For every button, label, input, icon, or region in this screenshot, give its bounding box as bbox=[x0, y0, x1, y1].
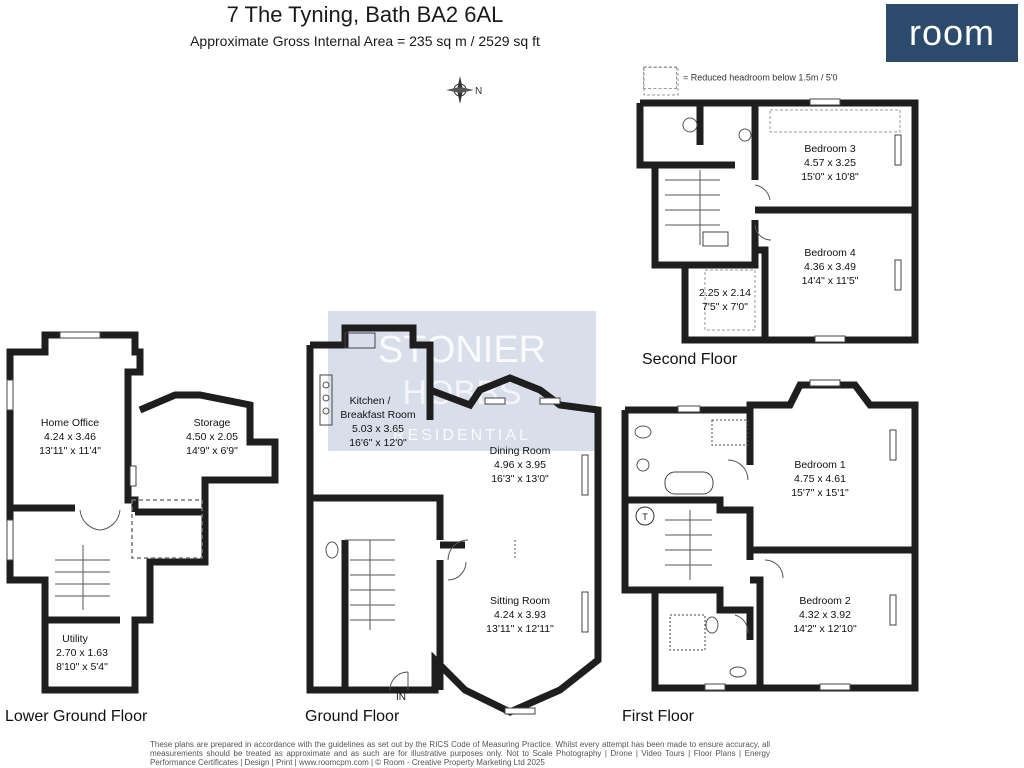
plan-title: 7 The Tyning, Bath BA2 6AL bbox=[226, 2, 504, 27]
room-imperial: 13'11" x 11'4" bbox=[39, 445, 101, 457]
gross-area-subtitle: Approximate Gross Internal Area = 235 sq… bbox=[190, 33, 540, 49]
room-bedroom-3: Bedroom 3 4.57 x 3.25 15'0" x 10'8" bbox=[801, 143, 859, 183]
room-name: Bedroom 3 bbox=[804, 143, 856, 155]
compass-label: N bbox=[475, 86, 482, 97]
room-metric: 4.75 x 4.61 bbox=[794, 473, 846, 485]
agent-watermark: STONIER HOBBS RESIDENTIAL bbox=[328, 311, 596, 451]
room-metric: 4.24 x 3.93 bbox=[494, 609, 546, 621]
room-bedroom-1: Bedroom 1 4.75 x 4.61 15'7" x 15'1" bbox=[791, 459, 849, 499]
room-metric: 4.57 x 3.25 bbox=[804, 157, 856, 169]
room-dining: Dining Room 4.96 x 3.95 16'3" x 13'0" bbox=[490, 445, 551, 485]
watermark-line3: RESIDENTIAL bbox=[393, 427, 531, 444]
first-floor-plan bbox=[621, 381, 919, 692]
room-name-1: Kitchen / bbox=[350, 395, 391, 407]
room-metric: 2.70 x 1.63 bbox=[56, 647, 108, 659]
room-bedroom-2: Bedroom 2 4.32 x 3.92 14'2" x 12'10" bbox=[793, 595, 857, 635]
tank-marker: T bbox=[642, 512, 648, 522]
room-home-office: Home Office 4.24 x 3.46 13'11" x 11'4" bbox=[39, 417, 101, 457]
room-metric: 4.24 x 3.46 bbox=[44, 431, 96, 443]
ground-floor-plan bbox=[306, 324, 602, 716]
room-logo[interactable]: room bbox=[886, 4, 1018, 62]
second-floor-plan bbox=[636, 99, 919, 344]
floor-label-lower-ground: Lower Ground Floor bbox=[5, 708, 148, 725]
second-floor-details bbox=[643, 66, 902, 343]
room-imperial: 15'7" x 15'1" bbox=[791, 487, 849, 499]
room-imperial: 7'5" x 7'0" bbox=[702, 301, 748, 313]
lower-ground-floor-plan bbox=[6, 331, 279, 694]
compass-icon: N bbox=[446, 76, 482, 104]
room-bedroom-4: Bedroom 4 4.36 x 3.49 14'4" x 11'5" bbox=[802, 247, 859, 287]
floor-label-first: First Floor bbox=[622, 708, 695, 725]
room-metric: 4.32 x 3.92 bbox=[799, 609, 851, 621]
room-metric: 4.96 x 3.95 bbox=[494, 459, 546, 471]
room-name: Home Office bbox=[41, 417, 99, 429]
room-storage: Storage 4.50 x 2.05 14'9" x 6'9" bbox=[186, 417, 238, 457]
first-floor-details bbox=[634, 379, 897, 691]
room-metric: 4.50 x 2.05 bbox=[186, 431, 238, 443]
room-name-2: Breakfast Room bbox=[340, 409, 416, 421]
lower-ground-details bbox=[6, 331, 137, 610]
room-name: Sitting Room bbox=[490, 595, 550, 607]
disclaimer-footer: These plans are prepared in accordance w… bbox=[150, 740, 770, 767]
entrance-marker: IN bbox=[396, 692, 406, 703]
room-name: Bedroom 1 bbox=[794, 459, 846, 471]
room-imperial: 14'9" x 6'9" bbox=[186, 445, 238, 457]
room-imperial: 16'6" x 12'0" bbox=[349, 437, 407, 449]
legend-text: = Reduced headroom below 1.5m / 5'0 bbox=[683, 72, 838, 83]
room-attic-space: 2.25 x 2.14 7'5" x 7'0" bbox=[699, 287, 751, 313]
room-name: Dining Room bbox=[490, 445, 551, 457]
room-imperial: 14'4" x 11'5" bbox=[802, 275, 859, 287]
room-imperial: 15'0" x 10'8" bbox=[801, 171, 859, 183]
room-name: Storage bbox=[194, 417, 231, 429]
room-name: Utility bbox=[62, 633, 88, 645]
room-imperial: 13'11" x 12'11" bbox=[486, 623, 554, 635]
room-utility: Utility 2.70 x 1.63 8'10" x 5'4" bbox=[56, 633, 108, 673]
watermark-line1: STONIER bbox=[378, 329, 546, 371]
ground-floor-details bbox=[319, 332, 589, 715]
floor-label-second: Second Floor bbox=[642, 351, 738, 368]
room-kitchen: Kitchen / Breakfast Room 5.03 x 3.65 16'… bbox=[340, 395, 416, 449]
room-name: Bedroom 4 bbox=[804, 247, 856, 259]
room-name: Bedroom 2 bbox=[799, 595, 851, 607]
room-imperial: 8'10" x 5'4" bbox=[56, 661, 108, 673]
logo-text: room bbox=[908, 12, 996, 53]
floor-label-ground: Ground Floor bbox=[305, 708, 400, 725]
room-imperial: 16'3" x 13'0" bbox=[491, 473, 549, 485]
room-imperial: 14'2" x 12'10" bbox=[793, 623, 857, 635]
room-sitting: Sitting Room 4.24 x 3.93 13'11" x 12'11" bbox=[486, 595, 554, 635]
room-metric: 2.25 x 2.14 bbox=[699, 287, 751, 299]
room-metric: 4.36 x 3.49 bbox=[804, 261, 856, 273]
room-metric: 5.03 x 3.65 bbox=[352, 423, 404, 435]
